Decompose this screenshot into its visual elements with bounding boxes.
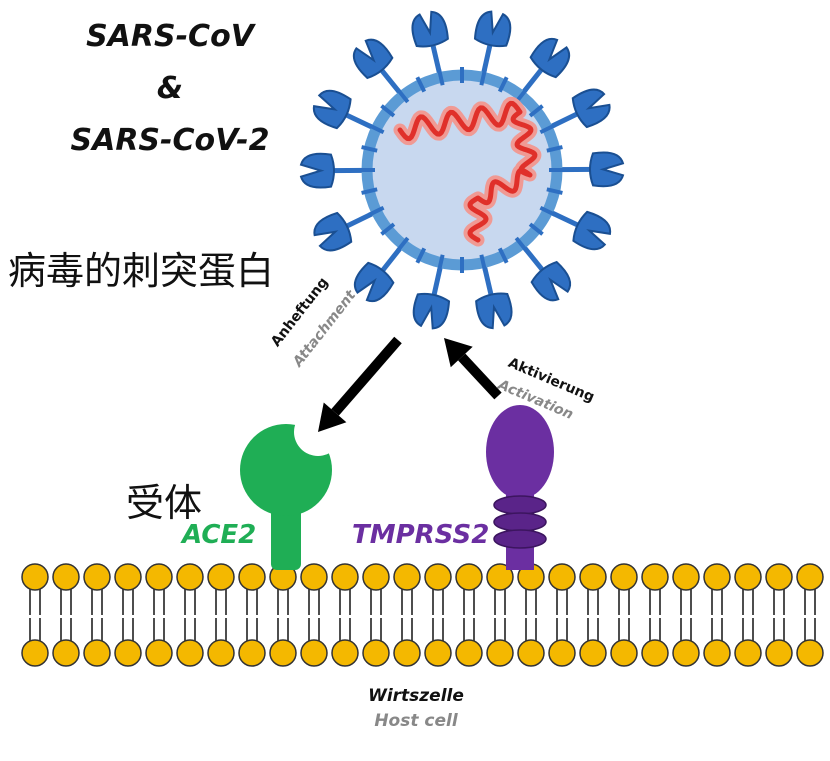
- tmprss2-ring: [494, 496, 546, 514]
- tmprss2-label: TMPRSS2: [352, 520, 489, 550]
- virus-name-line1: SARS-CoV: [40, 18, 300, 56]
- lipid-head: [766, 564, 792, 590]
- lipid-head: [146, 564, 172, 590]
- virus-name-line3: SARS-CoV-2: [40, 122, 300, 160]
- lipid-head: [518, 640, 544, 666]
- spike-protein-icon: [557, 152, 623, 186]
- spike-protein-label: 病毒的刺突蛋白: [8, 240, 274, 295]
- lipid-head: [487, 640, 513, 666]
- lipid-head: [735, 564, 761, 590]
- lipid-head: [363, 640, 389, 666]
- lipid-head: [642, 564, 668, 590]
- lipid-head: [177, 564, 203, 590]
- lipid-head: [208, 564, 234, 590]
- lipid-head: [549, 564, 575, 590]
- lipid-head: [332, 564, 358, 590]
- lipid-head: [456, 640, 482, 666]
- lipid-head: [394, 640, 420, 666]
- tmprss2-ring: [494, 530, 546, 548]
- tmprss2-head: [486, 405, 554, 499]
- receptor-label: 受体: [126, 472, 202, 527]
- tmprss2-protease-icon: [486, 405, 554, 570]
- arrow-icon: [318, 338, 498, 432]
- lipid-head: [208, 640, 234, 666]
- lipid-head: [239, 640, 265, 666]
- lipid-head: [115, 564, 141, 590]
- arrow-icon: [444, 338, 498, 396]
- lipid-head: [22, 564, 48, 590]
- lipid-head: [146, 640, 172, 666]
- lipid-head: [177, 640, 203, 666]
- lipid-head: [642, 640, 668, 666]
- ace2-label: ACE2: [182, 520, 256, 550]
- lipid-head: [673, 564, 699, 590]
- host-cell-label-de: Wirtszelle: [316, 686, 516, 706]
- lipid-head: [84, 564, 110, 590]
- lipid-head: [797, 640, 823, 666]
- spike-protein-icon: [301, 154, 367, 188]
- lipid-head: [22, 640, 48, 666]
- lipid-head: [735, 640, 761, 666]
- lipid-head: [580, 564, 606, 590]
- lipid-bilayer-icon: [22, 564, 823, 666]
- lipid-head: [363, 564, 389, 590]
- virus-particle-icon: [301, 9, 623, 331]
- arrow-icon: [318, 340, 398, 432]
- lipid-head: [301, 640, 327, 666]
- lipid-head: [332, 640, 358, 666]
- lipid-head: [425, 564, 451, 590]
- lipid-head: [704, 640, 730, 666]
- lipid-head: [797, 564, 823, 590]
- virus-name-line2: &: [40, 70, 300, 108]
- lipid-head: [456, 564, 482, 590]
- lipid-head: [549, 640, 575, 666]
- lipid-head: [301, 564, 327, 590]
- tmprss2-ring: [494, 513, 546, 531]
- lipid-tails: [30, 588, 815, 642]
- lipid-head: [611, 564, 637, 590]
- lipid-head: [425, 640, 451, 666]
- lipid-heads: [22, 564, 823, 666]
- lipid-head: [611, 640, 637, 666]
- lipid-head: [115, 640, 141, 666]
- lipid-head: [580, 640, 606, 666]
- host-cell-label-en: Host cell: [316, 711, 516, 731]
- lipid-head: [239, 564, 265, 590]
- lipid-head: [766, 640, 792, 666]
- lipid-head: [704, 564, 730, 590]
- lipid-head: [673, 640, 699, 666]
- lipid-head: [53, 640, 79, 666]
- lipid-head: [53, 564, 79, 590]
- lipid-head: [84, 640, 110, 666]
- lipid-head: [270, 640, 296, 666]
- lipid-head: [394, 564, 420, 590]
